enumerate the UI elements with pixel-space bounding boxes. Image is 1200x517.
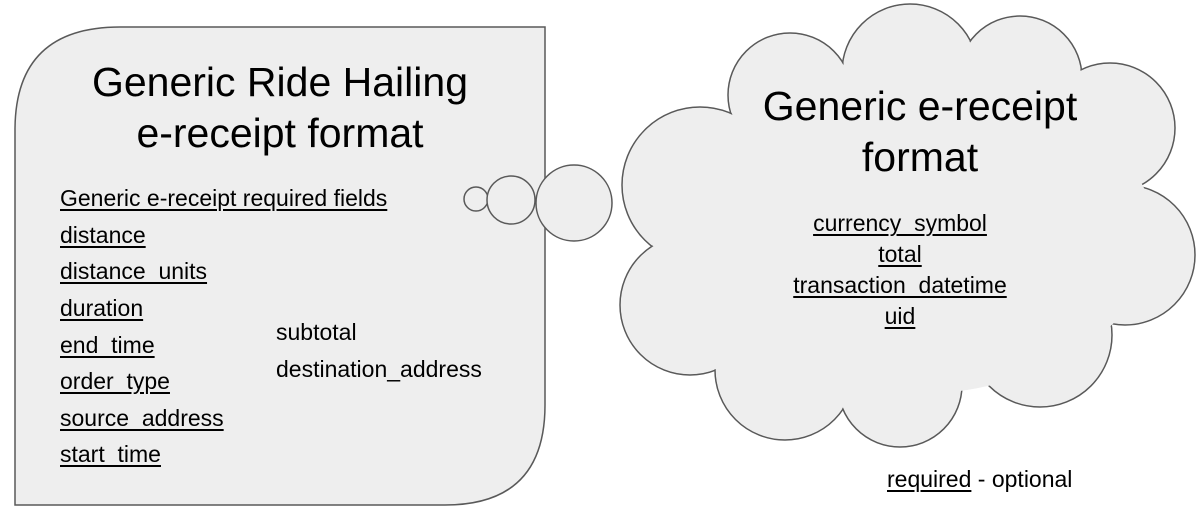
optional-field-subtotal: subtotal <box>276 319 357 345</box>
required-field-distance: distance <box>60 222 146 248</box>
cloud-field-currency-symbol: currency_symbol <box>813 210 987 236</box>
legend-required: required <box>887 466 972 492</box>
optional-field-destination-address: destination_address <box>276 356 482 382</box>
required-field-source-address: source_address <box>60 405 224 431</box>
legend-separator: - <box>971 466 992 492</box>
ride-hailing-box <box>14 26 546 506</box>
thought-bubble-large <box>535 164 613 242</box>
ride-hailing-title-line1: Generic Ride Hailing <box>91 59 468 105</box>
generic-cloud-title-line1: Generic e-receipt <box>762 83 1078 129</box>
thought-bubble-medium <box>486 175 536 225</box>
ride-hailing-title-line2: e-receipt format <box>136 110 424 156</box>
cloud-field-transaction-datetime: transaction_datetime <box>793 272 1007 298</box>
generic-cloud-title: Generic e-receipt format <box>700 81 1140 183</box>
required-field-start-time: start_time <box>60 441 161 467</box>
legend: required - optional <box>887 468 1072 491</box>
required-field-distance-units: distance_units <box>60 258 208 284</box>
required-field-order-type: order_type <box>60 368 170 394</box>
generic-cloud-title-line2: format <box>861 134 979 180</box>
legend-optional: optional <box>991 466 1073 492</box>
ride-hailing-title: Generic Ride Hailing e-receipt format <box>15 57 545 159</box>
thought-bubble-small <box>463 186 489 212</box>
required-field-duration: duration <box>60 295 144 321</box>
cloud-field-uid: uid <box>884 303 916 329</box>
cloud-field-total: total <box>878 241 922 267</box>
required-field-end-time: end_time <box>60 332 155 358</box>
generic-cloud <box>619 3 1196 448</box>
required-field-generic: Generic e-receipt required fields <box>60 185 388 211</box>
